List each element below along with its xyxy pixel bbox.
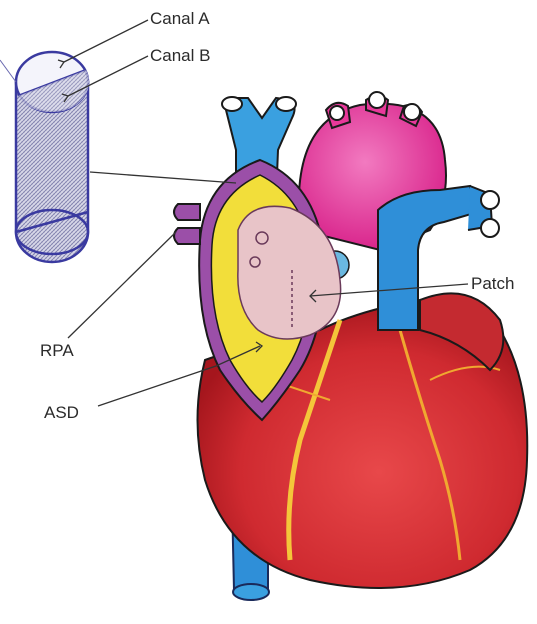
conduit-tube (0, 52, 89, 262)
label-asd: ASD (44, 403, 79, 423)
brachiocephalic-opening (330, 106, 344, 120)
svc-opening-left (222, 97, 242, 111)
rpa-lower (174, 228, 200, 244)
heart (174, 92, 527, 600)
subclavian-opening (404, 104, 420, 120)
leader-rpa (68, 232, 176, 338)
leader-canal-a (64, 20, 148, 62)
pulmonary-opening-top (481, 191, 499, 209)
leader-conduit-to-baffle (90, 172, 236, 183)
label-canal-b: Canal B (150, 46, 210, 66)
svc-opening-right (276, 97, 296, 111)
rpa-upper (174, 204, 200, 220)
ivc-opening (233, 584, 269, 600)
conduit-edge-mark (0, 60, 16, 82)
pulmonary-opening-bottom (481, 219, 499, 237)
carotid-opening (369, 92, 385, 108)
label-rpa: RPA (40, 341, 74, 361)
label-patch: Patch (471, 274, 514, 294)
label-canal-a: Canal A (150, 9, 210, 29)
